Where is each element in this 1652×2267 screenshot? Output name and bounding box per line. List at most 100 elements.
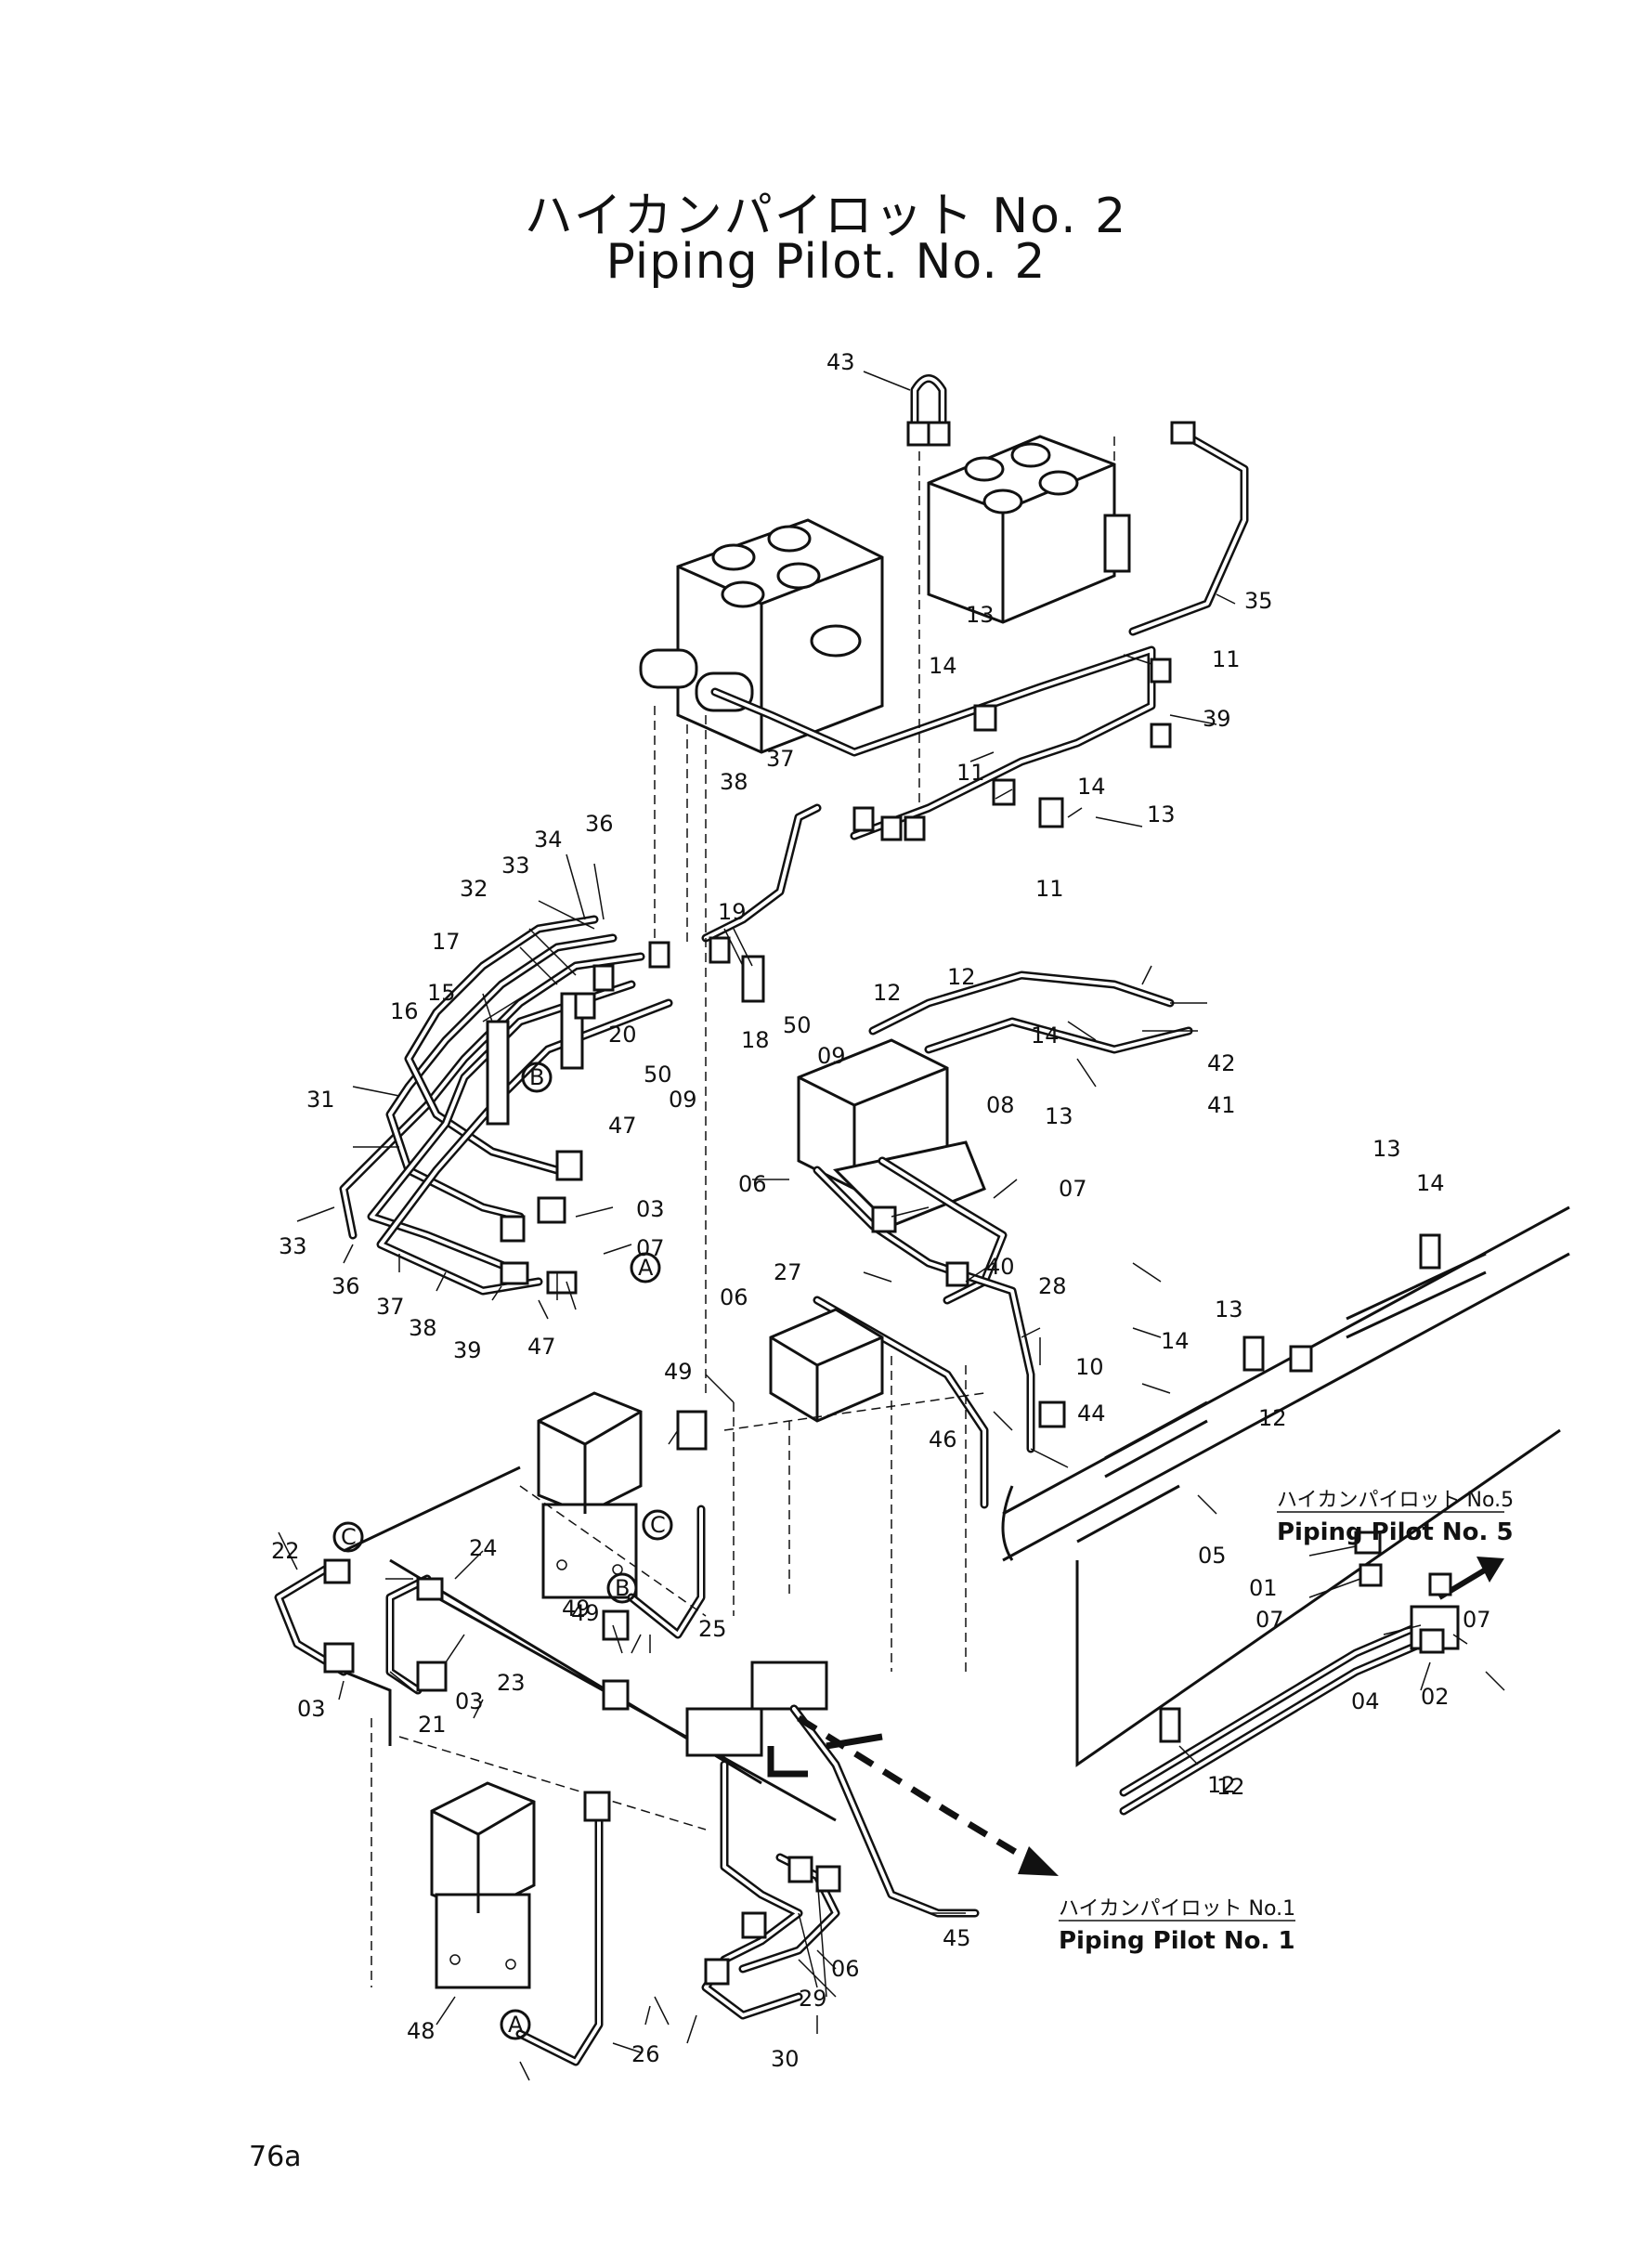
leader-lines xyxy=(278,371,1505,2081)
part-label: 25 xyxy=(698,1616,727,1642)
part-label: 03 xyxy=(636,1196,665,1222)
title-japanese: ハイカンパイロット No. 2 xyxy=(524,189,1128,244)
part-label: 30 xyxy=(771,2046,800,2072)
pipe-bundle-left xyxy=(339,915,673,1296)
part-label: 22 xyxy=(271,1538,300,1564)
part-label: 32 xyxy=(460,876,488,902)
part-label: 13 xyxy=(1372,1136,1401,1162)
manifold-block xyxy=(769,1308,884,1423)
part-label: 07 xyxy=(1463,1607,1491,1633)
part-label: 31 xyxy=(306,1087,335,1113)
marker-c: C xyxy=(650,1512,666,1538)
part-label: 11 xyxy=(956,760,985,786)
part-label: 38 xyxy=(409,1315,437,1341)
part-label: 36 xyxy=(585,811,614,837)
part-label: 12 xyxy=(947,964,976,990)
title-english: Piping Pilot. No. 2 xyxy=(605,234,1047,290)
clamp-plate-15 xyxy=(486,1020,510,1126)
part-label: 12 xyxy=(873,980,902,1006)
control-valve-rear xyxy=(927,435,1131,624)
part-label: 48 xyxy=(407,2018,436,2044)
part-label: 07 xyxy=(1255,1607,1284,1633)
pilot-valve-upper xyxy=(537,1391,643,1599)
part-label: 26 xyxy=(631,2041,660,2067)
part-label: 28 xyxy=(1038,1273,1067,1299)
block-upper xyxy=(750,1661,828,1711)
part-label: 36 xyxy=(332,1273,360,1299)
clamp-18 xyxy=(741,955,765,1003)
reference-no5-english: Piping Pilot No. 5 xyxy=(1277,1518,1514,1546)
reference-pilot-no1: ハイカンパイロット No.1 Piping Pilot No. 1 xyxy=(1059,1897,1295,1955)
part-label: 20 xyxy=(608,1022,637,1048)
part-label: 11 xyxy=(1212,646,1241,672)
part-label: 19 xyxy=(718,899,747,925)
part-label: 43 xyxy=(826,349,855,375)
part-label: 14 xyxy=(929,653,957,679)
marker-a: A xyxy=(638,1255,654,1281)
part-label: 37 xyxy=(766,746,795,772)
part-labels: 43 35 13 14 11 39 37 38 11 14 13 11 36 3… xyxy=(271,349,1491,2072)
part-label: 23 xyxy=(497,1670,526,1696)
part-label: 33 xyxy=(501,853,530,879)
part-label: 21 xyxy=(418,1712,447,1738)
part-label: 35 xyxy=(1244,588,1273,614)
part-label: 49 xyxy=(571,1600,600,1626)
part-label: 03 xyxy=(297,1696,326,1722)
part-label: 38 xyxy=(720,769,748,795)
part-label: 37 xyxy=(376,1294,405,1320)
page-number: 76a xyxy=(249,2141,302,2173)
reference-pilot-no5: ハイカンパイロット No.5 Piping Pilot No. 5 xyxy=(1277,1489,1514,1546)
part-label: 42 xyxy=(1207,1050,1236,1076)
marker-b: B xyxy=(529,1064,544,1090)
part-label: 45 xyxy=(943,1925,971,1951)
control-valve-front xyxy=(639,518,884,754)
part-label: 14 xyxy=(1031,1023,1060,1049)
part-label: 12 xyxy=(1207,1772,1236,1798)
part-label: 03 xyxy=(455,1688,484,1714)
part-label: 16 xyxy=(390,998,419,1024)
part-label: 34 xyxy=(534,827,563,853)
part-label: 27 xyxy=(774,1259,802,1285)
part-label: 09 xyxy=(817,1043,846,1069)
clamp-12a xyxy=(1242,1335,1265,1372)
center-valve-block xyxy=(797,1038,986,1228)
marker-b: B xyxy=(615,1575,630,1601)
part-label: 33 xyxy=(279,1233,307,1259)
part-label: 08 xyxy=(986,1092,1015,1118)
clamp-12b xyxy=(1419,1233,1441,1270)
part-label: 07 xyxy=(1059,1176,1087,1202)
part-label: 44 xyxy=(1077,1401,1106,1427)
fittings xyxy=(323,421,1452,1986)
part-label: 49 xyxy=(664,1359,693,1385)
part-label: 46 xyxy=(929,1427,957,1453)
part-label: 15 xyxy=(427,980,456,1006)
part-label: 13 xyxy=(1147,801,1176,827)
part-label: 01 xyxy=(1249,1575,1278,1601)
part-label: 13 xyxy=(966,602,995,628)
part-label: 06 xyxy=(738,1171,767,1197)
part-label: 18 xyxy=(741,1027,770,1053)
part-label: 09 xyxy=(669,1087,697,1113)
part-label: 13 xyxy=(1215,1296,1243,1322)
marker-a: A xyxy=(508,2012,524,2038)
part-label: 39 xyxy=(453,1337,482,1363)
part-label: 02 xyxy=(1421,1684,1450,1710)
part-label: 24 xyxy=(469,1535,498,1561)
reference-no1-english: Piping Pilot No. 1 xyxy=(1059,1927,1295,1955)
part-label: 49 xyxy=(562,1596,591,1622)
part-label: 04 xyxy=(1351,1688,1380,1714)
reference-no1-japanese: ハイカンパイロット No.1 xyxy=(1059,1897,1295,1921)
part-label: 41 xyxy=(1207,1092,1236,1118)
part-label: 50 xyxy=(644,1062,672,1088)
part-label: 11 xyxy=(1035,876,1064,902)
part-label: 29 xyxy=(799,1986,827,2012)
part-label: 17 xyxy=(432,929,461,955)
part-label: 13 xyxy=(1045,1103,1073,1129)
boom-pipes xyxy=(1001,1205,1570,1816)
part-label: 50 xyxy=(783,1012,812,1038)
part-label: 47 xyxy=(608,1113,637,1139)
part-label: 12 xyxy=(1258,1405,1287,1431)
part-label: 47 xyxy=(527,1334,556,1360)
part-label: 14 xyxy=(1077,774,1106,800)
